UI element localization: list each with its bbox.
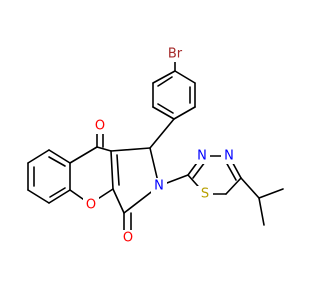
bond bbox=[258, 188, 284, 199]
bond bbox=[152, 70, 176, 84]
nitrogen-label-thiadiazole-2: N bbox=[224, 149, 234, 164]
bonds bbox=[27, 59, 284, 237]
atom-bg bbox=[197, 186, 213, 202]
bond bbox=[112, 188, 125, 214]
bond bbox=[174, 70, 196, 84]
bond bbox=[152, 106, 175, 120]
bond bbox=[192, 161, 206, 179]
bond bbox=[258, 197, 265, 226]
atom-labels: Br O O O N N N S bbox=[83, 46, 237, 246]
bond bbox=[225, 177, 242, 195]
atom-bg bbox=[151, 178, 167, 194]
atom-bg bbox=[164, 46, 186, 62]
bond bbox=[48, 189, 71, 204]
nitrogen-label-thiadiazole-1: N bbox=[197, 149, 207, 164]
bond bbox=[225, 161, 237, 181]
nitrogen-label-pyrrole: N bbox=[154, 179, 164, 194]
oxygen-label-lactam: O bbox=[123, 231, 133, 246]
atom-bg bbox=[120, 230, 136, 246]
bond bbox=[48, 149, 71, 164]
bond bbox=[110, 150, 114, 190]
bond bbox=[27, 149, 50, 164]
molecule-structure-diagram: Br O O O N N N S bbox=[27, 46, 284, 246]
bond bbox=[48, 156, 66, 167]
bond bbox=[96, 146, 112, 152]
atom-bg bbox=[92, 118, 108, 134]
sulfur-label: S bbox=[201, 187, 209, 202]
atom-bg bbox=[221, 148, 237, 164]
oxygen-label-ring: O bbox=[86, 198, 96, 213]
bond bbox=[240, 177, 260, 199]
atom-bg bbox=[194, 148, 210, 164]
oxygen-label-ketone: O bbox=[95, 119, 105, 134]
atom-bg bbox=[83, 197, 99, 213]
bond bbox=[157, 76, 173, 87]
bond bbox=[27, 189, 50, 204]
bond bbox=[116, 154, 120, 186]
bond bbox=[110, 147, 151, 152]
bond bbox=[173, 106, 196, 120]
bond bbox=[49, 187, 66, 198]
bond bbox=[157, 103, 174, 114]
bond bbox=[149, 118, 175, 149]
bond bbox=[69, 146, 98, 164]
bromine-label: Br bbox=[168, 47, 183, 62]
molecule-svg: Br O O O N N N S bbox=[27, 46, 284, 246]
